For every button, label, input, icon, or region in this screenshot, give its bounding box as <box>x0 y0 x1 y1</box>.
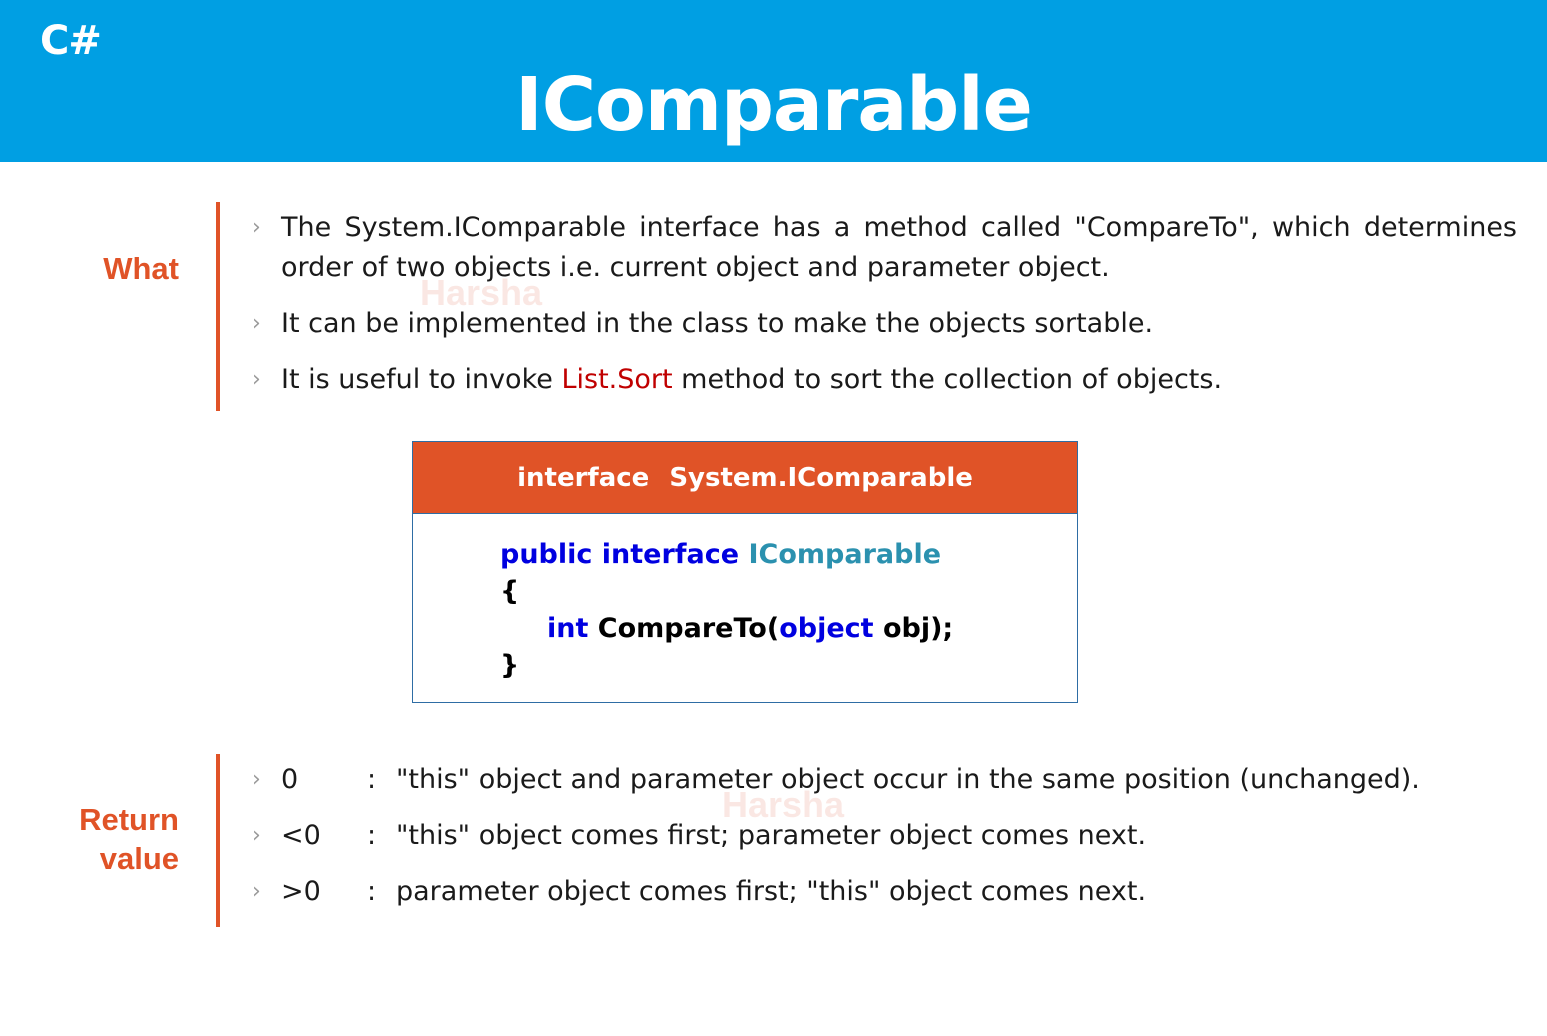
watermark: Harsha <box>722 784 845 825</box>
code-keyword: int <box>547 613 589 644</box>
list-sort-highlight: List.Sort <box>561 364 673 395</box>
chevron-right-icon: › <box>252 311 261 336</box>
chevron-right-icon: › <box>252 823 261 848</box>
return-bullets: › 0 : "this" object and parameter object… <box>252 760 1517 912</box>
code-box-heading: interface System.IComparable <box>413 442 1077 514</box>
list-item: › It is useful to invoke List.Sort metho… <box>252 360 1517 400</box>
return-text: "this" object and parameter object occur… <box>396 764 1420 795</box>
return-key: <0 <box>281 820 321 851</box>
heading-keyword: interface <box>517 462 650 493</box>
return-label-line: Return <box>79 802 179 837</box>
heading-name: System.IComparable <box>669 462 973 493</box>
code-block: public interface IComparable { int Compa… <box>500 536 953 684</box>
return-text: "this" object comes first; parameter obj… <box>396 820 1147 851</box>
return-colon: : <box>367 764 377 795</box>
code-type-name: IComparable <box>748 539 942 570</box>
return-colon: : <box>367 876 377 907</box>
list-item: › >0 : parameter object comes first; "th… <box>252 872 1517 912</box>
language-label: C# <box>40 18 102 64</box>
chevron-right-icon: › <box>252 879 261 904</box>
watermark: Harsha <box>420 272 543 313</box>
bullet-text-pre: It is useful to invoke <box>281 364 562 395</box>
header-banner: C# IComparable <box>0 0 1547 162</box>
chevron-right-icon: › <box>252 367 261 392</box>
bullet-text: It can be implemented in the class to ma… <box>281 308 1154 339</box>
bullet-text: The System.IComparable interface has a m… <box>281 212 1517 283</box>
code-rest: obj); <box>873 613 954 644</box>
code-keyword: object <box>779 613 874 644</box>
bullet-text-post: method to sort the collection of objects… <box>672 364 1223 395</box>
code-keyword: public <box>500 539 593 570</box>
list-item: › The System.IComparable interface has a… <box>252 208 1517 288</box>
return-key: 0 <box>281 764 299 795</box>
chevron-right-icon: › <box>252 767 261 792</box>
list-item: › It can be implemented in the class to … <box>252 304 1517 344</box>
list-item: › <0 : "this" object comes first; parame… <box>252 816 1517 856</box>
return-text: parameter object comes first; "this" obj… <box>396 876 1147 907</box>
interface-code-box: interface System.IComparable public inter… <box>412 441 1078 703</box>
return-value-label: Return value <box>79 800 179 878</box>
what-divider <box>216 202 220 411</box>
code-brace-open: { <box>500 576 520 607</box>
what-bullets: › The System.IComparable interface has a… <box>252 208 1517 400</box>
list-item: › 0 : "this" object and parameter object… <box>252 760 1517 800</box>
chevron-right-icon: › <box>252 215 261 240</box>
code-brace-close: } <box>500 650 520 681</box>
return-label-line: value <box>99 841 179 876</box>
code-method: CompareTo( <box>597 613 780 644</box>
what-label: What <box>103 251 179 286</box>
code-keyword: interface <box>601 539 740 570</box>
return-divider <box>216 754 220 927</box>
page-title: IComparable <box>515 62 1033 148</box>
return-key: >0 <box>281 876 321 907</box>
return-colon: : <box>367 820 377 851</box>
